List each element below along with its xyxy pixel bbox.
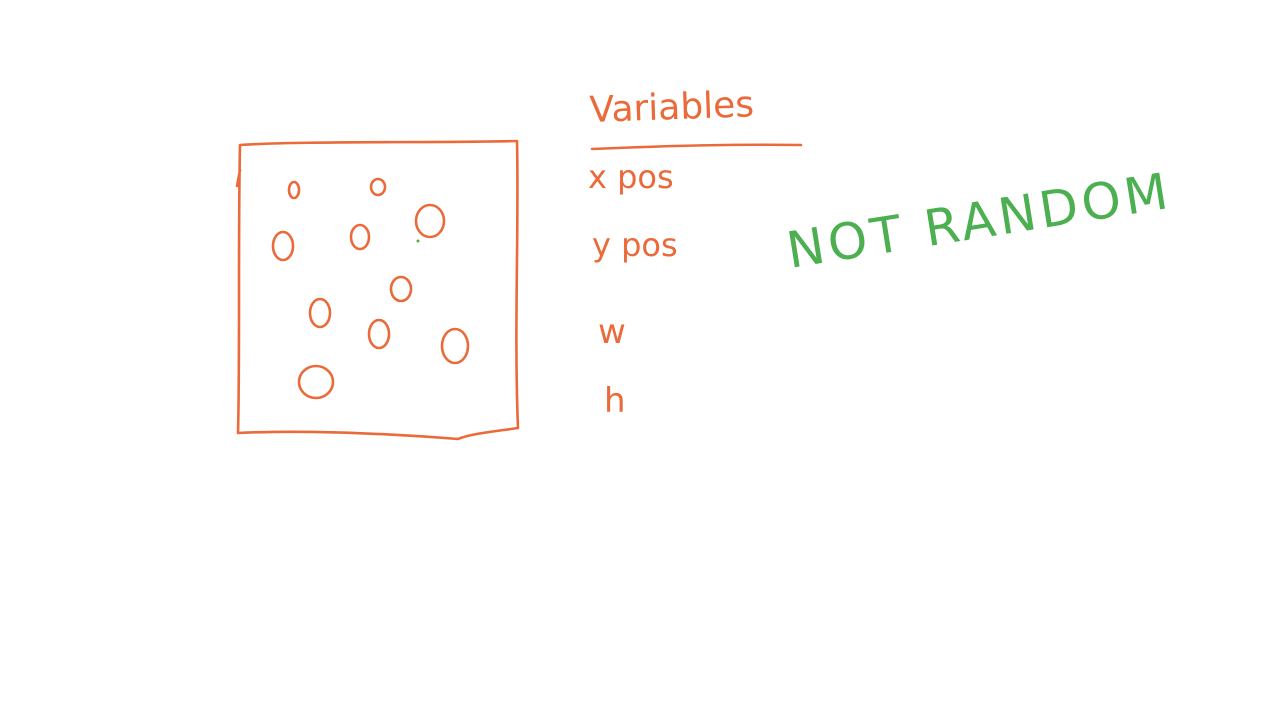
variable-item: x pos: [588, 158, 674, 196]
variable-item: w: [598, 312, 626, 352]
circle-shape: [349, 223, 371, 251]
variables-heading: Variables: [589, 84, 755, 131]
circle-shape: [440, 327, 470, 365]
circle-shape: [297, 364, 335, 400]
ink-dot: [416, 239, 420, 243]
circle-shape: [287, 180, 301, 200]
canvas-box: [235, 139, 520, 441]
circle-shape: [271, 230, 295, 262]
circle-shape: [414, 203, 446, 239]
circle-shape: [367, 318, 391, 350]
heading-underline: [590, 143, 803, 151]
variable-item: h: [604, 381, 626, 421]
circle-shape: [308, 297, 332, 329]
variable-item: y pos: [592, 226, 678, 264]
circle-shape: [389, 275, 413, 303]
circle-shape: [369, 177, 387, 197]
not-random-note: NOT RANDOM: [783, 162, 1176, 280]
